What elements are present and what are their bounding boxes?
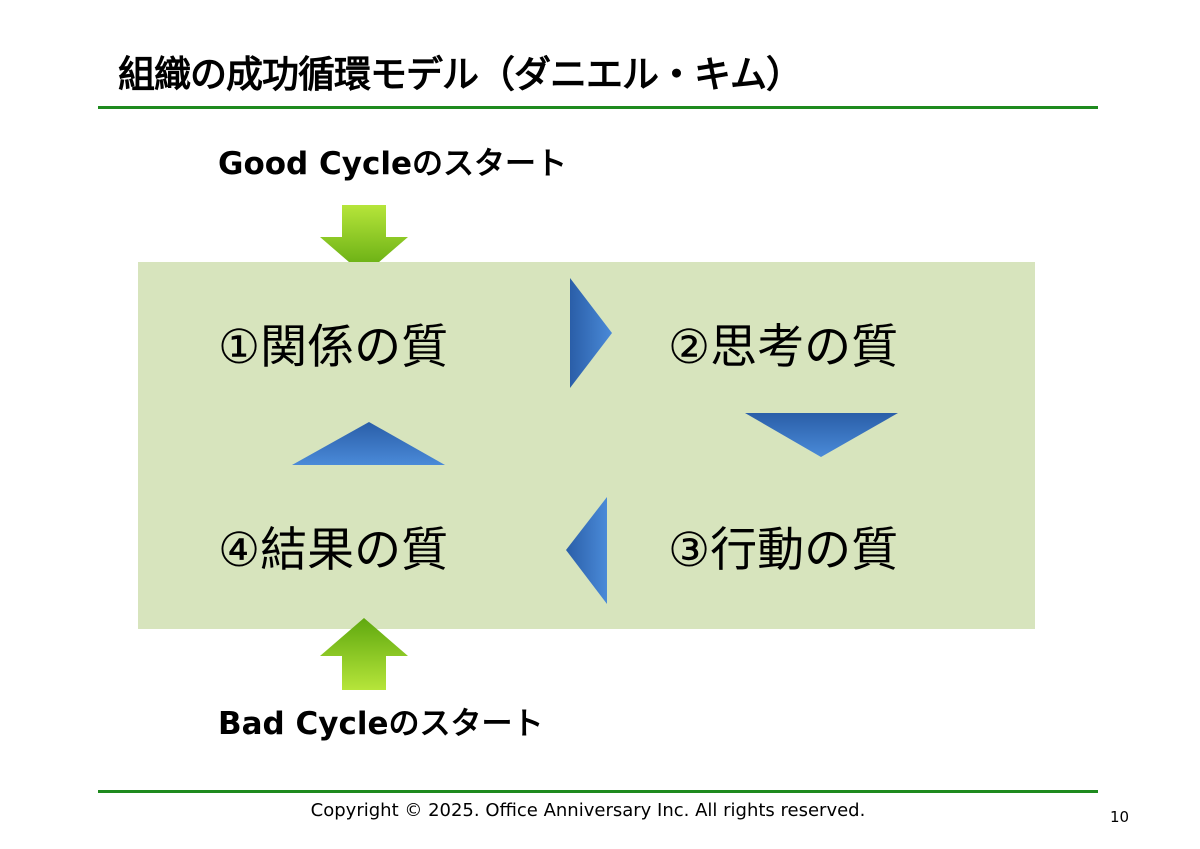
bad-cycle-up-arrow-icon: [320, 618, 408, 690]
footer-divider: [98, 790, 1098, 793]
good-cycle-down-arrow-icon: [320, 205, 408, 275]
quality-action: ③行動の質: [668, 523, 899, 578]
quality-thinking: ②思考の質: [668, 320, 899, 375]
page-number: 10: [1110, 808, 1130, 826]
quality-result: ④結果の質: [218, 523, 449, 578]
arrow-left-icon: [566, 497, 607, 604]
copyright: Copyright © 2025. Office Anniversary Inc…: [310, 800, 866, 821]
arrow-down-icon: [745, 413, 898, 457]
title-divider: [98, 106, 1098, 109]
good-cycle-label: Good Cycleのスタート: [218, 146, 568, 182]
arrow-right-icon: [570, 278, 612, 388]
bad-cycle-label: Bad Cycleのスタート: [218, 706, 544, 742]
slide-title: 組織の成功循環モデル（ダニエル・キム）: [118, 53, 803, 96]
arrow-up-icon: [292, 422, 445, 465]
quality-relationship: ①関係の質: [218, 320, 449, 375]
